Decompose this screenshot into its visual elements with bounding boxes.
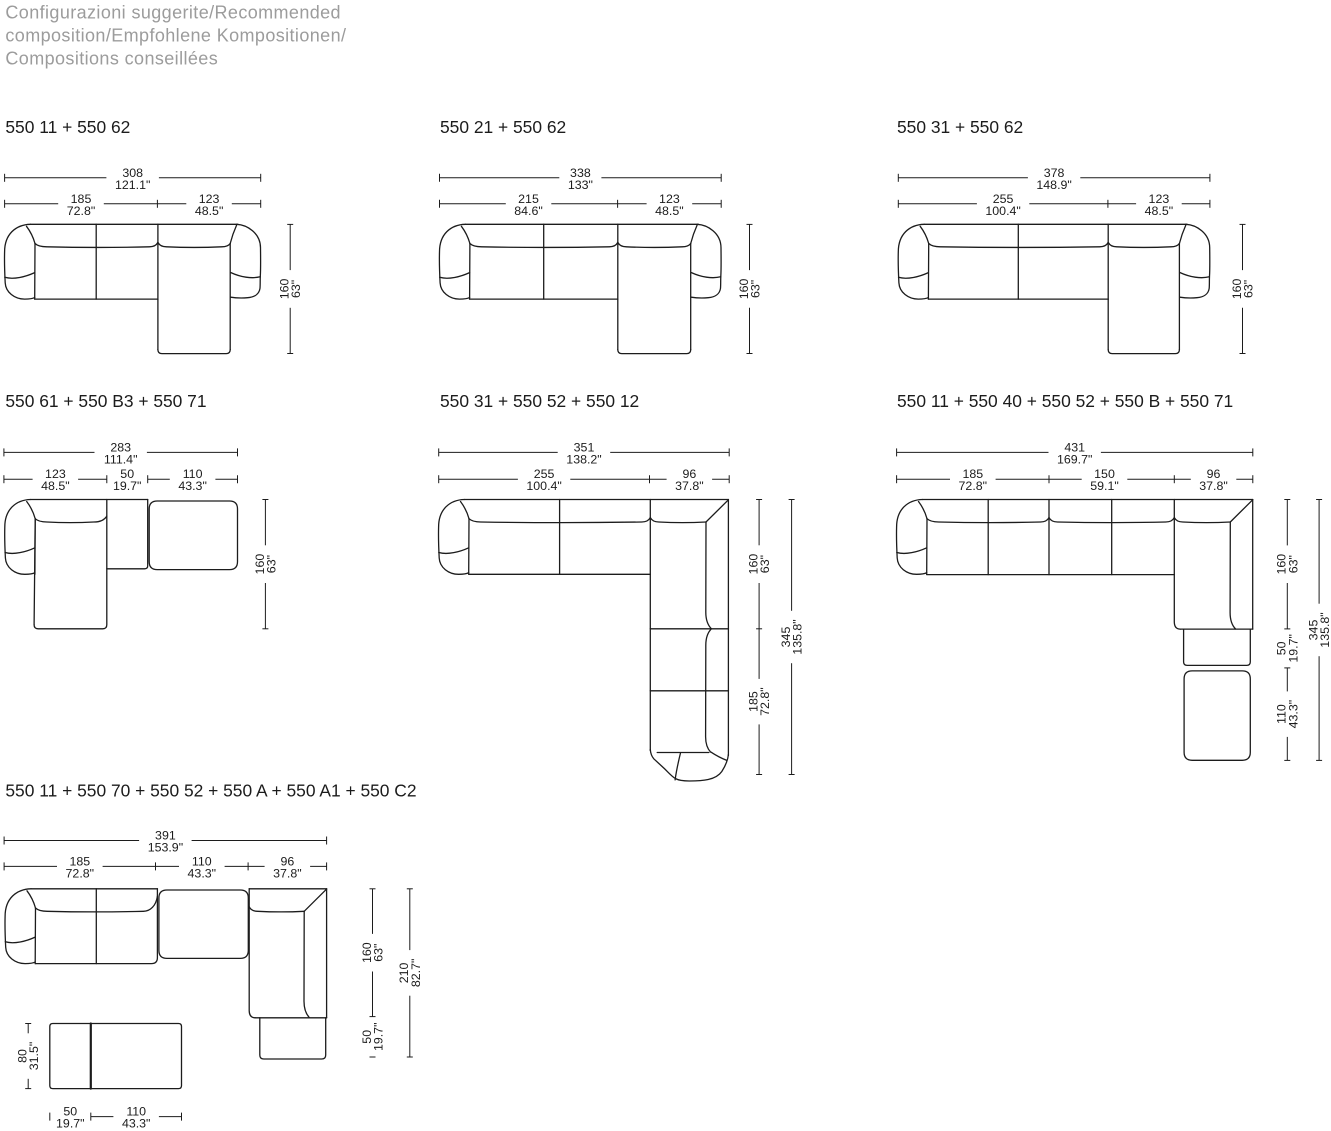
svg-text:110: 110 bbox=[126, 1105, 146, 1119]
svg-text:135.8": 135.8" bbox=[1318, 612, 1331, 647]
svg-text:50: 50 bbox=[360, 1030, 374, 1044]
svg-text:215: 215 bbox=[518, 192, 539, 206]
svg-text:255: 255 bbox=[534, 467, 555, 481]
svg-text:123: 123 bbox=[199, 192, 220, 206]
svg-text:210: 210 bbox=[397, 962, 411, 983]
svg-text:160: 160 bbox=[737, 278, 751, 299]
svg-text:160: 160 bbox=[360, 942, 374, 963]
svg-text:351: 351 bbox=[574, 440, 595, 454]
svg-text:63": 63" bbox=[749, 280, 763, 298]
svg-text:48.5": 48.5" bbox=[195, 204, 224, 218]
svg-text:100.4": 100.4" bbox=[526, 479, 561, 493]
svg-text:378: 378 bbox=[1044, 166, 1065, 180]
svg-text:Compositions conseillées: Compositions conseillées bbox=[5, 49, 218, 69]
svg-text:110: 110 bbox=[192, 854, 212, 868]
svg-text:63": 63" bbox=[372, 944, 386, 962]
svg-text:550 11 + 550 40 + 550 52 + 550: 550 11 + 550 40 + 550 52 + 550 B + 550 7… bbox=[897, 391, 1233, 411]
svg-text:composition/Empfohlene Komposi: composition/Empfohlene Kompositionen/ bbox=[5, 26, 346, 46]
svg-text:431: 431 bbox=[1064, 440, 1085, 454]
svg-text:72.8": 72.8" bbox=[66, 866, 95, 880]
svg-text:111.4": 111.4" bbox=[104, 452, 138, 466]
svg-text:96: 96 bbox=[1207, 467, 1221, 481]
svg-text:48.5": 48.5" bbox=[41, 479, 70, 493]
svg-text:160: 160 bbox=[1275, 554, 1289, 575]
svg-text:308: 308 bbox=[122, 166, 143, 180]
svg-text:19.7": 19.7" bbox=[56, 1117, 85, 1131]
svg-text:37.8": 37.8" bbox=[1199, 479, 1228, 493]
svg-text:185: 185 bbox=[962, 467, 983, 481]
svg-text:50: 50 bbox=[1275, 641, 1289, 655]
svg-text:153.9": 153.9" bbox=[148, 841, 183, 855]
svg-text:550 11 + 550 62: 550 11 + 550 62 bbox=[5, 117, 130, 137]
svg-text:123: 123 bbox=[659, 192, 680, 206]
svg-text:63": 63" bbox=[289, 280, 303, 298]
svg-text:31.5": 31.5" bbox=[27, 1042, 41, 1071]
svg-text:19.7": 19.7" bbox=[372, 1023, 386, 1052]
svg-text:121.1": 121.1" bbox=[115, 178, 150, 192]
svg-text:160: 160 bbox=[747, 554, 761, 575]
svg-text:345: 345 bbox=[779, 627, 793, 648]
svg-text:100.4": 100.4" bbox=[985, 204, 1020, 218]
svg-text:96: 96 bbox=[281, 854, 295, 868]
svg-text:169.7": 169.7" bbox=[1057, 452, 1092, 466]
svg-text:63": 63" bbox=[1242, 280, 1256, 298]
svg-text:48.5": 48.5" bbox=[655, 204, 684, 218]
svg-text:59.1": 59.1" bbox=[1090, 479, 1119, 493]
svg-text:80: 80 bbox=[16, 1049, 30, 1063]
svg-text:37.8": 37.8" bbox=[675, 479, 704, 493]
svg-text:43.3": 43.3" bbox=[188, 866, 217, 880]
svg-text:391: 391 bbox=[155, 829, 176, 843]
svg-text:123: 123 bbox=[1149, 192, 1170, 206]
svg-text:63": 63" bbox=[1286, 555, 1300, 573]
svg-text:37.8": 37.8" bbox=[273, 866, 302, 880]
svg-text:82.7": 82.7" bbox=[409, 959, 423, 988]
svg-text:48.5": 48.5" bbox=[1145, 204, 1174, 218]
svg-text:185: 185 bbox=[71, 192, 92, 206]
svg-text:63": 63" bbox=[264, 555, 278, 573]
svg-text:138.2": 138.2" bbox=[566, 452, 601, 466]
svg-text:255: 255 bbox=[993, 192, 1014, 206]
svg-text:84.6": 84.6" bbox=[514, 204, 543, 218]
svg-text:43.3": 43.3" bbox=[122, 1117, 151, 1131]
svg-text:72.8": 72.8" bbox=[959, 479, 988, 493]
svg-text:338: 338 bbox=[570, 166, 591, 180]
svg-text:150: 150 bbox=[1094, 467, 1115, 481]
svg-text:110: 110 bbox=[183, 467, 203, 481]
svg-text:160: 160 bbox=[278, 278, 292, 299]
svg-text:Configurazioni suggerite/Recom: Configurazioni suggerite/Recommended bbox=[5, 3, 341, 23]
svg-text:550 61 + 550 B3 + 550 71: 550 61 + 550 B3 + 550 71 bbox=[5, 391, 206, 411]
svg-text:72.8": 72.8" bbox=[67, 204, 96, 218]
svg-text:72.8": 72.8" bbox=[758, 687, 772, 716]
svg-text:110: 110 bbox=[1275, 704, 1289, 724]
svg-text:148.9": 148.9" bbox=[1036, 178, 1071, 192]
svg-text:550 31 + 550 52 + 550 12: 550 31 + 550 52 + 550 12 bbox=[440, 391, 639, 411]
svg-text:550 11 + 550 70 + 550 52 + 550: 550 11 + 550 70 + 550 52 + 550 A + 550 A… bbox=[5, 781, 416, 801]
svg-text:133": 133" bbox=[568, 178, 593, 192]
svg-text:550 21 + 550 62: 550 21 + 550 62 bbox=[440, 117, 566, 137]
svg-text:135.8": 135.8" bbox=[791, 619, 805, 654]
svg-text:50: 50 bbox=[120, 467, 134, 481]
svg-text:19.7": 19.7" bbox=[1286, 634, 1300, 663]
svg-text:123: 123 bbox=[45, 467, 66, 481]
svg-text:160: 160 bbox=[1230, 278, 1244, 299]
svg-text:185: 185 bbox=[69, 854, 90, 868]
svg-text:50: 50 bbox=[63, 1105, 77, 1119]
svg-text:43.3": 43.3" bbox=[178, 479, 207, 493]
svg-text:19.7": 19.7" bbox=[113, 479, 142, 493]
svg-text:345: 345 bbox=[1307, 620, 1321, 641]
svg-text:63": 63" bbox=[758, 555, 772, 573]
svg-text:550 31 + 550 62: 550 31 + 550 62 bbox=[897, 117, 1023, 137]
svg-text:96: 96 bbox=[683, 467, 697, 481]
svg-text:185: 185 bbox=[747, 691, 761, 712]
svg-text:283: 283 bbox=[110, 440, 131, 454]
svg-text:160: 160 bbox=[253, 554, 267, 575]
svg-text:43.3": 43.3" bbox=[1286, 700, 1300, 729]
